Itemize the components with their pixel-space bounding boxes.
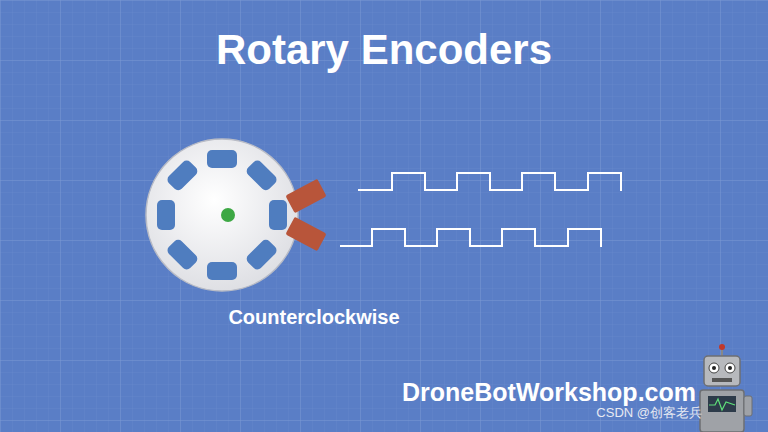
disk-slot	[245, 238, 279, 272]
disk-slot	[245, 158, 279, 192]
watermark: CSDN @创客老兵	[596, 404, 702, 422]
website-label: DroneBotWorkshop.com	[402, 378, 696, 407]
optical-sensor	[285, 179, 326, 252]
disk-slot	[207, 150, 237, 168]
disk-slot	[269, 200, 287, 230]
title: Rotary Encoders	[216, 26, 552, 74]
encoder-disk	[146, 139, 298, 291]
robot-mascot	[700, 344, 752, 432]
disk-slot	[207, 262, 237, 280]
signal-a-wave	[358, 173, 621, 191]
disk-slots	[157, 150, 287, 280]
shaft-dot	[221, 208, 235, 222]
disk-slot	[165, 238, 199, 272]
signal-b-wave	[340, 229, 601, 247]
disk-slot	[157, 200, 175, 230]
disk-slot	[165, 158, 199, 192]
direction-label: Counterclockwise	[228, 306, 399, 329]
